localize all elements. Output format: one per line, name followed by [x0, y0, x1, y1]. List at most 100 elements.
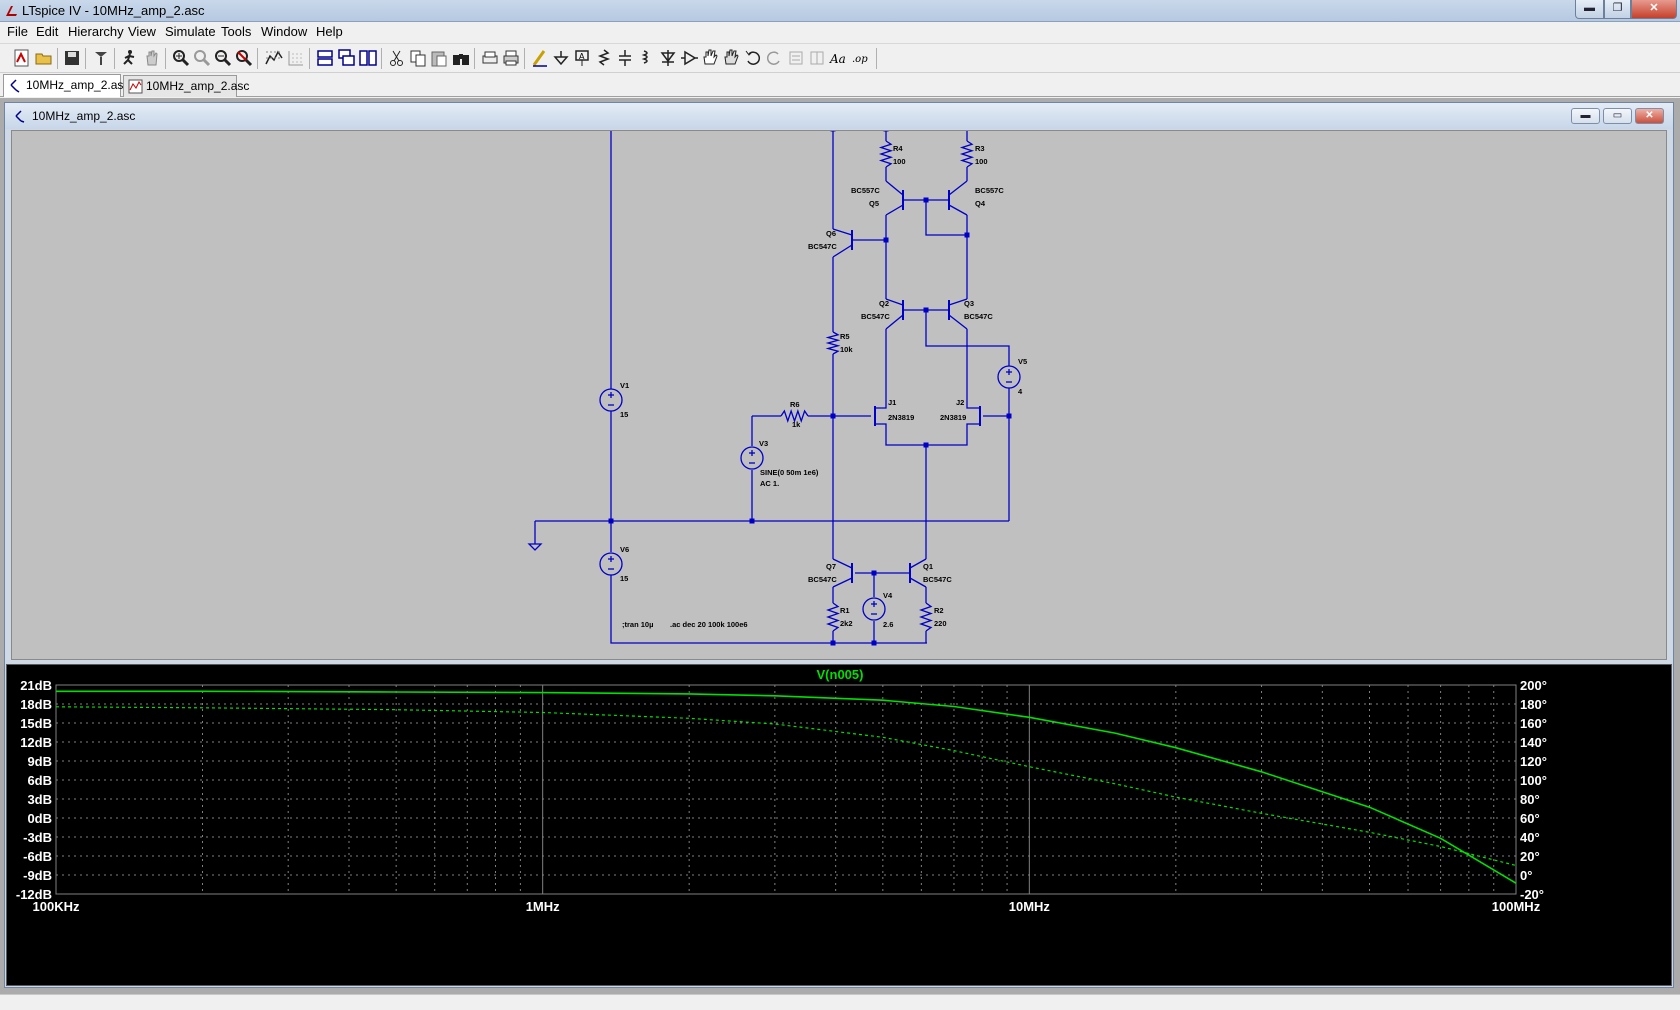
diode-icon[interactable] — [658, 48, 678, 68]
child-maximize-button[interactable]: ▭ — [1603, 108, 1632, 124]
y-tick-label-right: 160° — [1520, 716, 1547, 731]
redo-icon[interactable] — [764, 48, 784, 68]
component-value-v6: 15 — [620, 574, 628, 583]
undo-icon[interactable] — [743, 48, 763, 68]
tile-vertical-icon[interactable] — [358, 48, 378, 68]
cut-icon[interactable] — [387, 48, 407, 68]
menu-file[interactable]: File — [7, 24, 28, 39]
mirror-icon[interactable] — [807, 48, 827, 68]
component-value-q5: BC557C — [851, 186, 880, 195]
junction-dot — [883, 131, 889, 132]
control-panel-icon[interactable] — [91, 48, 111, 68]
y-tick-label-left: -12dB — [16, 887, 52, 902]
waveform-icon — [128, 79, 143, 94]
rotate-icon[interactable] — [786, 48, 806, 68]
print-setup-icon[interactable] — [480, 48, 500, 68]
y-tick-label-left: 6dB — [27, 773, 52, 788]
component-value-r4: 100 — [893, 157, 906, 166]
copy-icon[interactable] — [408, 48, 428, 68]
cascade-icon[interactable] — [337, 48, 357, 68]
menu-hierarchy[interactable]: Hierarchy — [68, 24, 124, 39]
component-value-r3: 100 — [975, 157, 988, 166]
drag-hand-icon[interactable] — [721, 48, 741, 68]
menu-help[interactable]: Help — [316, 24, 343, 39]
zoom-out-icon[interactable] — [213, 48, 233, 68]
junction-dot — [964, 232, 970, 238]
close-button[interactable]: ✕ — [1631, 0, 1677, 19]
resistor-r2 — [919, 602, 933, 632]
resistor-r5 — [825, 331, 841, 355]
halt-hand-icon[interactable] — [142, 48, 162, 68]
y-tick-label-left: 12dB — [20, 735, 52, 750]
resistor-icon[interactable] — [594, 48, 614, 68]
component-value-v1: 15 — [620, 410, 628, 419]
zoom-fit-icon[interactable] — [234, 48, 254, 68]
spice-directive-icon[interactable]: .op — [850, 48, 870, 68]
inductor-icon[interactable] — [636, 48, 656, 68]
find-binoculars-icon[interactable] — [451, 48, 471, 68]
new-schematic-icon[interactable] — [12, 48, 32, 68]
transistor-q1 — [909, 558, 927, 588]
ground-icon[interactable] — [551, 48, 571, 68]
tab-waveform[interactable]: 10MHz_amp_2.asc — [123, 75, 249, 97]
y-tick-label-right: 60° — [1520, 811, 1540, 826]
menu-tools[interactable]: Tools — [221, 24, 252, 39]
spice-directive-tran: ;tran 10µ — [622, 620, 653, 629]
schematic-icon — [10, 79, 20, 93]
menu-simulate[interactable]: Simulate — [165, 24, 216, 39]
menu-window[interactable]: Window — [261, 24, 308, 39]
move-hand-icon[interactable] — [700, 48, 720, 68]
toolbar-separator — [114, 48, 115, 69]
wire — [925, 200, 967, 236]
resistor-r4 — [878, 140, 894, 168]
minimize-button[interactable]: ▬ — [1575, 0, 1604, 19]
junction-dot — [871, 640, 877, 646]
toolbar-separator — [474, 48, 475, 69]
paste-icon[interactable] — [429, 48, 449, 68]
text-icon[interactable]: Aa — [829, 48, 849, 68]
component-ref-v6: V6 — [620, 545, 629, 554]
draw-wire-icon[interactable] — [530, 48, 550, 68]
window-title: LTspice IV - 10MHz_amp_2.asc — [22, 3, 205, 18]
autorange-icon[interactable] — [264, 48, 284, 68]
menu-edit[interactable]: Edit — [36, 24, 59, 39]
net-label-icon[interactable]: A — [572, 48, 592, 68]
x-tick-label: 100KHz — [33, 899, 80, 914]
save-icon[interactable] — [62, 48, 82, 68]
print-icon[interactable] — [501, 48, 521, 68]
maximize-button[interactable]: ❐ — [1604, 0, 1631, 19]
capacitor-icon[interactable] — [615, 48, 635, 68]
tile-horizontal-icon[interactable] — [315, 48, 335, 68]
component-ref-q2: Q2 — [879, 299, 889, 308]
component-value-v5: 4 — [1018, 387, 1023, 396]
junction-dot — [1006, 413, 1012, 419]
phase-trace — [55, 706, 1517, 867]
child-minimize-button[interactable]: ▬ — [1571, 108, 1600, 124]
component-value-q6: BC547C — [808, 242, 837, 251]
y-tick-label-left: 0dB — [27, 811, 52, 826]
open-folder-icon[interactable] — [34, 48, 54, 68]
zoom-in-icon[interactable] — [171, 48, 191, 68]
junction-dot — [923, 442, 929, 448]
y-tick-label-right: 120° — [1520, 754, 1547, 769]
run-simulation-icon[interactable] — [120, 48, 140, 68]
trace-label[interactable]: V(n005) — [817, 667, 864, 682]
transistor-q7 — [832, 558, 853, 588]
component-value-r6: 1k — [792, 420, 801, 429]
tab-schematic[interactable]: 10MHz_amp_2.asc — [3, 74, 129, 97]
y-tick-label-right: 100° — [1520, 773, 1547, 788]
component-value-v4: 2.6 — [883, 620, 893, 629]
menu-view[interactable]: View — [128, 24, 156, 39]
child-close-button[interactable]: ✕ — [1635, 108, 1664, 124]
svg-text:Aa: Aa — [829, 52, 846, 66]
component-ref-q7: Q7 — [826, 562, 836, 571]
grid-icon[interactable] — [286, 48, 306, 68]
component-icon[interactable] — [679, 48, 699, 68]
schematic-drawing: R4100R3100Q5BC557CQ4BC557CQ6BC547CQ2BC54… — [527, 131, 1027, 646]
title-bar: LTspice IV - 10MHz_amp_2.asc ▬ ❐ ✕ — [0, 0, 1680, 22]
pan-icon[interactable] — [192, 48, 212, 68]
y-tick-label-left: 21dB — [20, 678, 52, 693]
